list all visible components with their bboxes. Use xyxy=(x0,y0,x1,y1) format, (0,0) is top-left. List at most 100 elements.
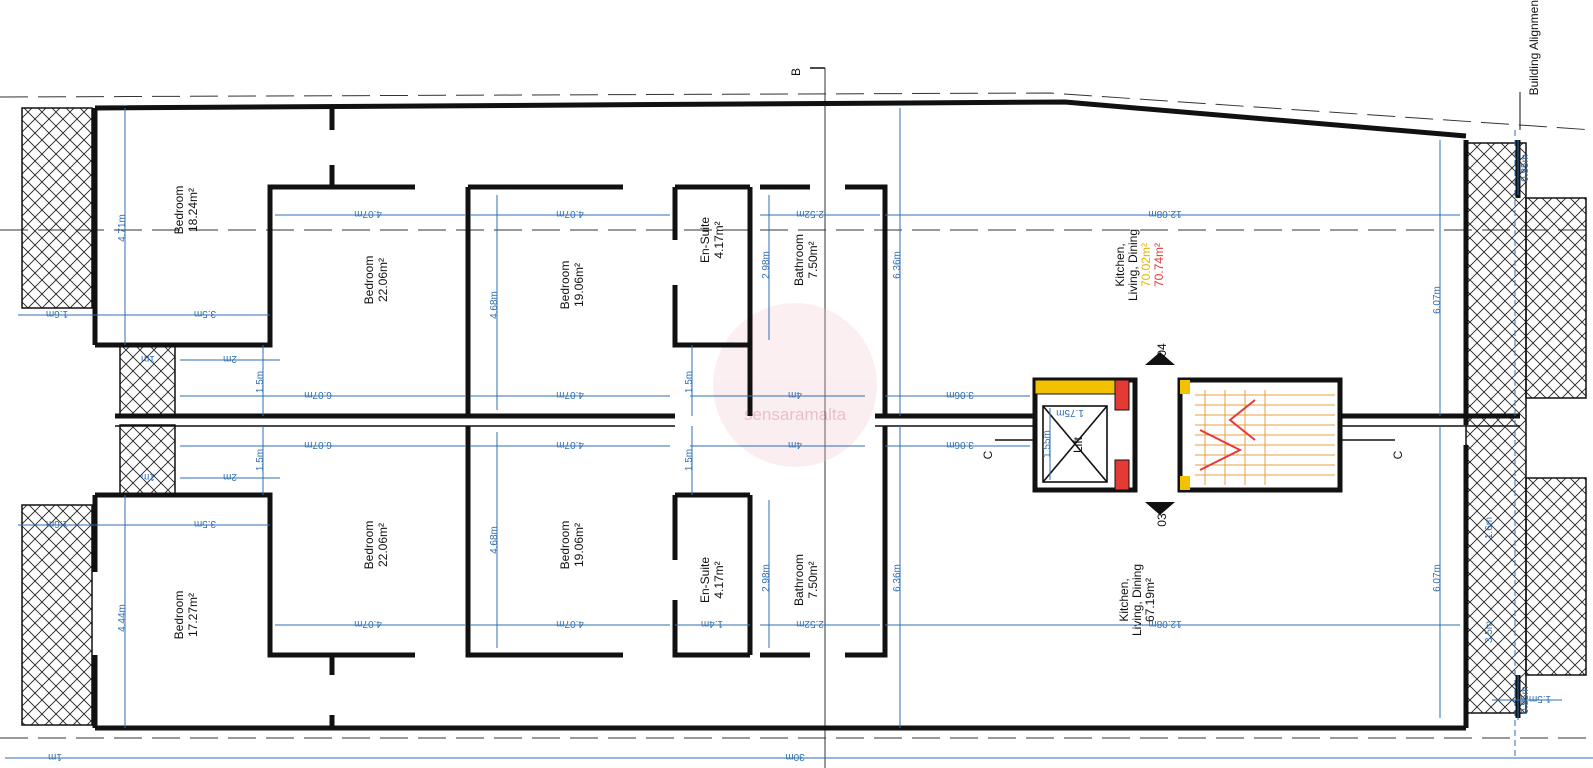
svg-text:70.74m²: 70.74m² xyxy=(1152,243,1166,287)
svg-text:Living, Dining: Living, Dining xyxy=(1126,229,1140,301)
svg-text:19.06m²: 19.06m² xyxy=(572,523,586,567)
svg-text:19.06m²: 19.06m² xyxy=(572,263,586,307)
svg-text:1m: 1m xyxy=(141,471,155,482)
svg-text:4.68m: 4.68m xyxy=(489,526,500,554)
svg-text:17.27m²: 17.27m² xyxy=(186,593,200,637)
svg-text:4.17m²: 4.17m² xyxy=(712,561,726,598)
section-b-label: B xyxy=(789,68,803,76)
section-c-right-label: C xyxy=(1391,450,1405,459)
svg-text:3.5m: 3.5m xyxy=(194,308,216,319)
svg-text:12.08m: 12.08m xyxy=(1148,208,1181,219)
svg-text:1.5m: 1.5m xyxy=(684,449,695,471)
svg-text:18.24m²: 18.24m² xyxy=(186,188,200,232)
svg-text:Bathroom: Bathroom xyxy=(792,554,806,606)
svg-text:22.06m²: 22.06m² xyxy=(376,523,390,567)
svg-text:Bedroom: Bedroom xyxy=(172,591,186,640)
svg-text:2m: 2m xyxy=(223,471,237,482)
svg-text:1.5m: 1.5m xyxy=(255,449,266,471)
watermark: sensaramalta xyxy=(713,303,877,467)
svg-text:4.68m: 4.68m xyxy=(489,291,500,319)
svg-text:1.75m: 1.75m xyxy=(1056,407,1084,418)
svg-text:4m: 4m xyxy=(788,439,802,450)
hatched-zones xyxy=(21,107,1587,726)
svg-text:Bedroom: Bedroom xyxy=(362,521,376,570)
svg-text:En-Suite: En-Suite xyxy=(698,557,712,603)
stair-down-label: 03 xyxy=(1155,513,1169,527)
svg-text:6.07m: 6.07m xyxy=(1432,286,1443,314)
svg-text:Kitchen,: Kitchen, xyxy=(1117,578,1131,621)
svg-text:6.36m: 6.36m xyxy=(892,251,903,279)
svg-text:1.6m: 1.6m xyxy=(46,308,68,319)
light-well-bottom xyxy=(119,424,176,496)
svg-text:3.06m: 3.06m xyxy=(946,389,974,400)
svg-text:1.5m: 1.5m xyxy=(684,371,695,393)
room-lift: Lift xyxy=(1071,436,1085,453)
svg-text:0.85m: 0.85m xyxy=(1520,154,1531,182)
svg-text:Bedroom: Bedroom xyxy=(558,521,572,570)
svg-text:2.98m: 2.98m xyxy=(761,564,772,592)
svg-text:2.52m: 2.52m xyxy=(796,618,824,629)
svg-text:4.07m: 4.07m xyxy=(556,439,584,450)
core xyxy=(1032,352,1343,515)
alignment-lines xyxy=(0,68,1593,768)
svg-text:1.6m: 1.6m xyxy=(46,518,68,529)
room-kitchen-bot: Kitchen, Living, Dining 67.19m² xyxy=(1117,564,1157,636)
svg-text:1.4m: 1.4m xyxy=(701,618,723,629)
svg-text:4.07m: 4.07m xyxy=(556,208,584,219)
dimension-labels: 4.07m 4.07m 2.52m 12.08m 4.71m 3.5m 1.6m… xyxy=(46,154,1551,762)
svg-text:4m: 4m xyxy=(788,389,802,400)
svg-text:Bathroom: Bathroom xyxy=(792,234,806,286)
svg-text:4.71m: 4.71m xyxy=(117,214,128,242)
svg-text:3.5m: 3.5m xyxy=(194,518,216,529)
left-planter-top xyxy=(21,107,93,309)
svg-text:Living, Dining: Living, Dining xyxy=(1130,564,1144,636)
svg-text:22.06m²: 22.06m² xyxy=(376,258,390,302)
svg-text:4.07m: 4.07m xyxy=(354,618,382,629)
svg-text:sensaramalta: sensaramalta xyxy=(744,405,847,424)
svg-text:1.5m: 1.5m xyxy=(1529,693,1551,704)
corridor-walls xyxy=(115,413,1520,427)
svg-text:70.02m²: 70.02m² xyxy=(1139,243,1153,287)
building-alignment-label: Building Alignment xyxy=(1527,0,1541,95)
svg-text:En-Suite: En-Suite xyxy=(698,217,712,263)
left-planter-bottom xyxy=(21,504,93,726)
svg-text:4.07m: 4.07m xyxy=(556,618,584,629)
svg-text:4.17m²: 4.17m² xyxy=(712,221,726,258)
svg-text:4.07m: 4.07m xyxy=(354,208,382,219)
svg-text:2.52m: 2.52m xyxy=(796,208,824,219)
svg-text:6.36m: 6.36m xyxy=(892,564,903,592)
svg-text:6.07m: 6.07m xyxy=(1432,564,1443,592)
svg-text:3.5m: 3.5m xyxy=(1484,621,1495,643)
dimension-lines xyxy=(5,108,1593,760)
svg-text:Lift: Lift xyxy=(1071,436,1085,453)
staircase xyxy=(1195,390,1335,485)
svg-text:1.5m: 1.5m xyxy=(255,371,266,393)
svg-text:1.55m: 1.55m xyxy=(1042,430,1053,458)
interior-walls-bottom xyxy=(95,426,888,728)
svg-text:1m: 1m xyxy=(48,751,62,762)
svg-text:Kitchen,: Kitchen, xyxy=(1113,243,1127,286)
svg-text:7.50m²: 7.50m² xyxy=(806,241,820,278)
svg-text:4.44m: 4.44m xyxy=(117,604,128,632)
interior-walls-top xyxy=(92,108,888,416)
svg-text:4.07m: 4.07m xyxy=(556,389,584,400)
svg-text:7.50m²: 7.50m² xyxy=(806,561,820,598)
svg-text:2m: 2m xyxy=(223,353,237,364)
svg-text:6.07m: 6.07m xyxy=(304,439,332,450)
stair-up-label: 04 xyxy=(1155,343,1169,357)
right-balcony xyxy=(1465,142,1527,714)
svg-text:67.19m²: 67.19m² xyxy=(1143,578,1157,622)
svg-text:Bedroom: Bedroom xyxy=(172,186,186,235)
svg-text:12.08m: 12.08m xyxy=(1148,618,1181,629)
